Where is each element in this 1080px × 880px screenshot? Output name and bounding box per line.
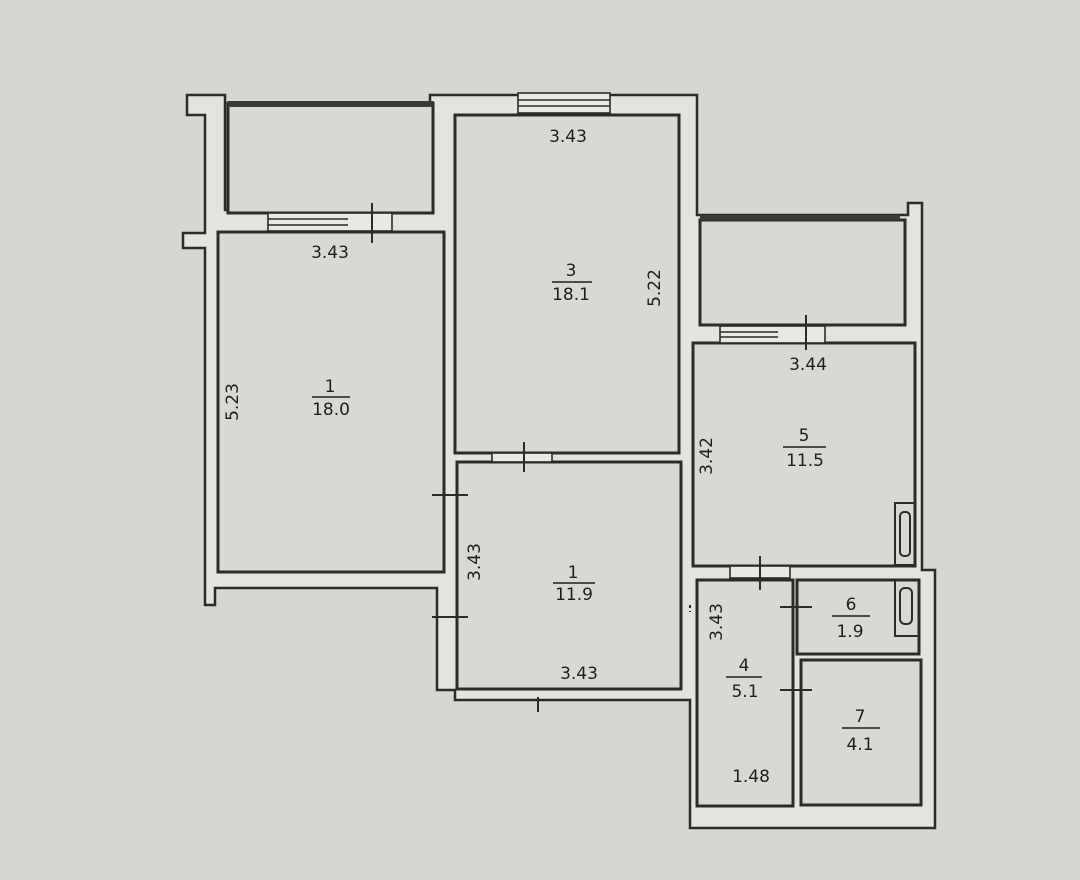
window-room2 xyxy=(267,212,393,232)
window-room5 xyxy=(719,325,826,344)
dimension-room1-width: 3.43 xyxy=(560,664,598,684)
windows xyxy=(267,92,826,579)
dimension-room2-width: 3.43 xyxy=(311,243,349,263)
dimension-room2-height: 5.23 xyxy=(223,383,243,421)
kitchen-sink-icon xyxy=(894,502,916,566)
room-area: 18.0 xyxy=(312,400,350,420)
door-marks xyxy=(371,203,812,712)
room-label-5: 5 11.5 xyxy=(783,426,826,471)
balcony-right xyxy=(698,218,907,327)
room-7 xyxy=(799,658,923,807)
dimension-room3-height: 5.22 xyxy=(645,269,665,307)
room-number: 5 xyxy=(799,426,810,446)
room-1 xyxy=(455,460,683,691)
room-label-6: 6 1.9 xyxy=(832,595,870,642)
room-label-4: 4 5.1 xyxy=(726,656,762,702)
room-5 xyxy=(691,341,917,568)
room-label-7: 7 4.1 xyxy=(842,707,880,755)
balcony-left-railing xyxy=(228,101,433,107)
window-room3 xyxy=(517,92,611,114)
room-number: 1 xyxy=(568,563,579,583)
room-label-3: 3 18.1 xyxy=(552,261,592,305)
room-2 xyxy=(216,230,446,574)
room-label-2: 1 18.0 xyxy=(312,377,350,420)
room-number: 7 xyxy=(855,707,866,727)
opening-room3-room1 xyxy=(491,452,553,463)
dimension-room1-height: 3.43 xyxy=(465,543,485,581)
dimension-labels: 3.43 3.43 5.23 5.22 3.43 3.43 3.44 3.42 … xyxy=(223,127,827,787)
dimension-room4-height: 3.43 xyxy=(707,603,727,641)
dimension-room5-height: 3.42 xyxy=(697,437,717,475)
room-3 xyxy=(453,113,681,455)
balcony-left xyxy=(226,101,435,215)
room-4 xyxy=(695,578,795,808)
room-area: 4.1 xyxy=(846,735,873,755)
room-area: 11.5 xyxy=(786,451,824,471)
room-number: 4 xyxy=(739,656,750,676)
room-number: 3 xyxy=(566,261,577,281)
room-label-1: 1 11.9 xyxy=(553,563,595,605)
dimension-room5-width: 3.44 xyxy=(789,355,827,375)
dimension-room3-width: 3.43 xyxy=(549,127,587,147)
room-6 xyxy=(795,578,921,656)
room-area: 18.1 xyxy=(552,285,590,305)
room-number: 1 xyxy=(325,377,336,397)
room-area: 11.9 xyxy=(555,585,593,605)
toilet-icon xyxy=(894,579,920,637)
room-area: 5.1 xyxy=(731,682,758,702)
room-number: 6 xyxy=(846,595,857,615)
balcony-right-railing xyxy=(700,215,900,220)
room-area: 1.9 xyxy=(836,622,863,642)
dimension-room4-width: 1.48 xyxy=(732,767,770,787)
